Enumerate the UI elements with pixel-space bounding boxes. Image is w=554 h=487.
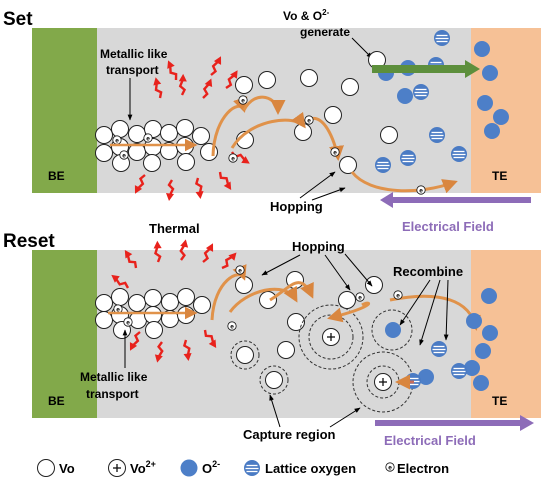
legend-vo2-base: Vo [130, 461, 146, 476]
reset-bottom-electrode [32, 250, 97, 418]
set-bottom-electrode [32, 28, 97, 193]
reset-capture-label: Capture region [243, 427, 336, 442]
legend-o2-base: O [202, 461, 212, 476]
legend-lattice-label: Lattice oxygen [265, 461, 356, 476]
reset-metallic-line1: Metallic like [80, 370, 148, 384]
set-filament [95, 119, 218, 172]
set-vo-generate-label: Vo & O2- [283, 8, 330, 23]
reset-filament [95, 288, 211, 339]
set-generate-pointer [351, 37, 373, 59]
reset-hopping-label: Hopping [292, 239, 345, 254]
set-vo-generate-sup: 2- [322, 8, 329, 17]
reset-be-label: BE [48, 394, 65, 408]
set-electric-field-label: Electrical Field [402, 219, 494, 234]
reset-te-label: TE [492, 394, 507, 408]
reset-metallic-line2: transport [86, 387, 139, 401]
legend-o2-sup: 2- [212, 459, 220, 469]
set-title: Set [3, 9, 33, 30]
reset-title: Reset [3, 231, 55, 252]
legend: Vo Vo2+ O2- Lattice oxygen Electron [37, 458, 449, 478]
reset-field-arrow [375, 415, 534, 431]
set-te-label: TE [492, 169, 507, 183]
legend-vo-icon [37, 459, 55, 477]
set-generate-arrow [372, 60, 480, 78]
legend-electron-icon [385, 462, 395, 473]
set-metallic-line1: Metallic like [100, 47, 168, 61]
reset-panel: Reset BE TE Metal [3, 231, 541, 448]
legend-vo-label: Vo [59, 461, 75, 476]
legend-vo2-icon [107, 458, 127, 478]
set-be-label: BE [48, 169, 65, 183]
legend-vo2-sup: 2+ [146, 459, 156, 469]
set-vo-generate-text: Vo & O [283, 9, 322, 23]
reset-recombine-label: Recombine [393, 264, 463, 279]
legend-o2-label: O2- [202, 459, 220, 476]
set-hopping-arcs [211, 95, 458, 194]
reset-top-electrode [471, 250, 541, 418]
set-generate-label: generate [300, 25, 350, 39]
set-thermal-label: Thermal [149, 221, 200, 236]
legend-electron-label: Electron [397, 461, 449, 476]
reset-electric-field-label: Electrical Field [384, 433, 476, 448]
legend-o2-icon [180, 459, 198, 477]
set-field-arrow [380, 192, 531, 208]
legend-vo2-label: Vo2+ [130, 459, 156, 476]
set-metallic-line2: transport [106, 63, 159, 77]
legend-lattice-icon [243, 459, 261, 477]
set-panel: Set BE TE Vo & O2- generate Metallic lik… [3, 8, 541, 236]
set-hopping-label: Hopping [270, 199, 323, 214]
